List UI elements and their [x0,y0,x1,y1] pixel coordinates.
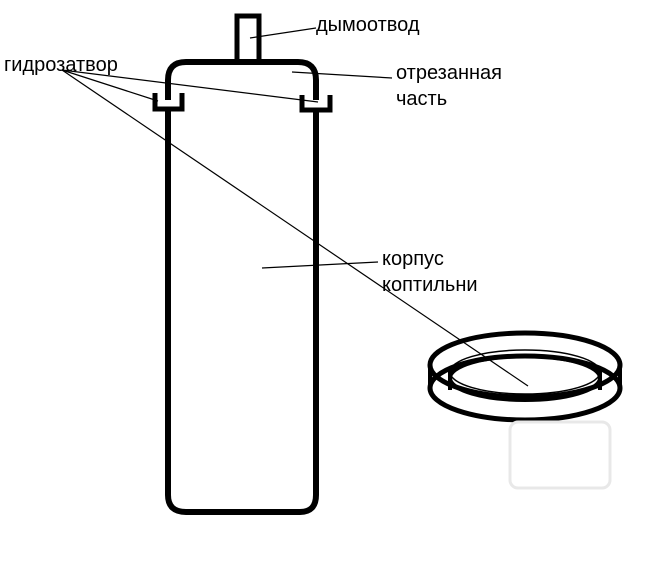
watermark [508,420,612,490]
cut-lid [165,59,319,100]
label-chimney: дымоотвод [316,14,420,36]
seal-ring [427,330,623,423]
leader-lines [61,27,529,387]
label-body-2: коптильни [382,274,478,296]
chimney-pipe [234,13,262,65]
smokehouse-body [165,110,319,515]
label-cut-part-1: отрезанная [396,62,502,84]
water-seal-left [152,93,185,112]
label-body-1: корпус [382,248,444,270]
label-cut-part-2: часть [396,88,448,110]
label-water-seal: гидрозатвор [4,54,118,76]
